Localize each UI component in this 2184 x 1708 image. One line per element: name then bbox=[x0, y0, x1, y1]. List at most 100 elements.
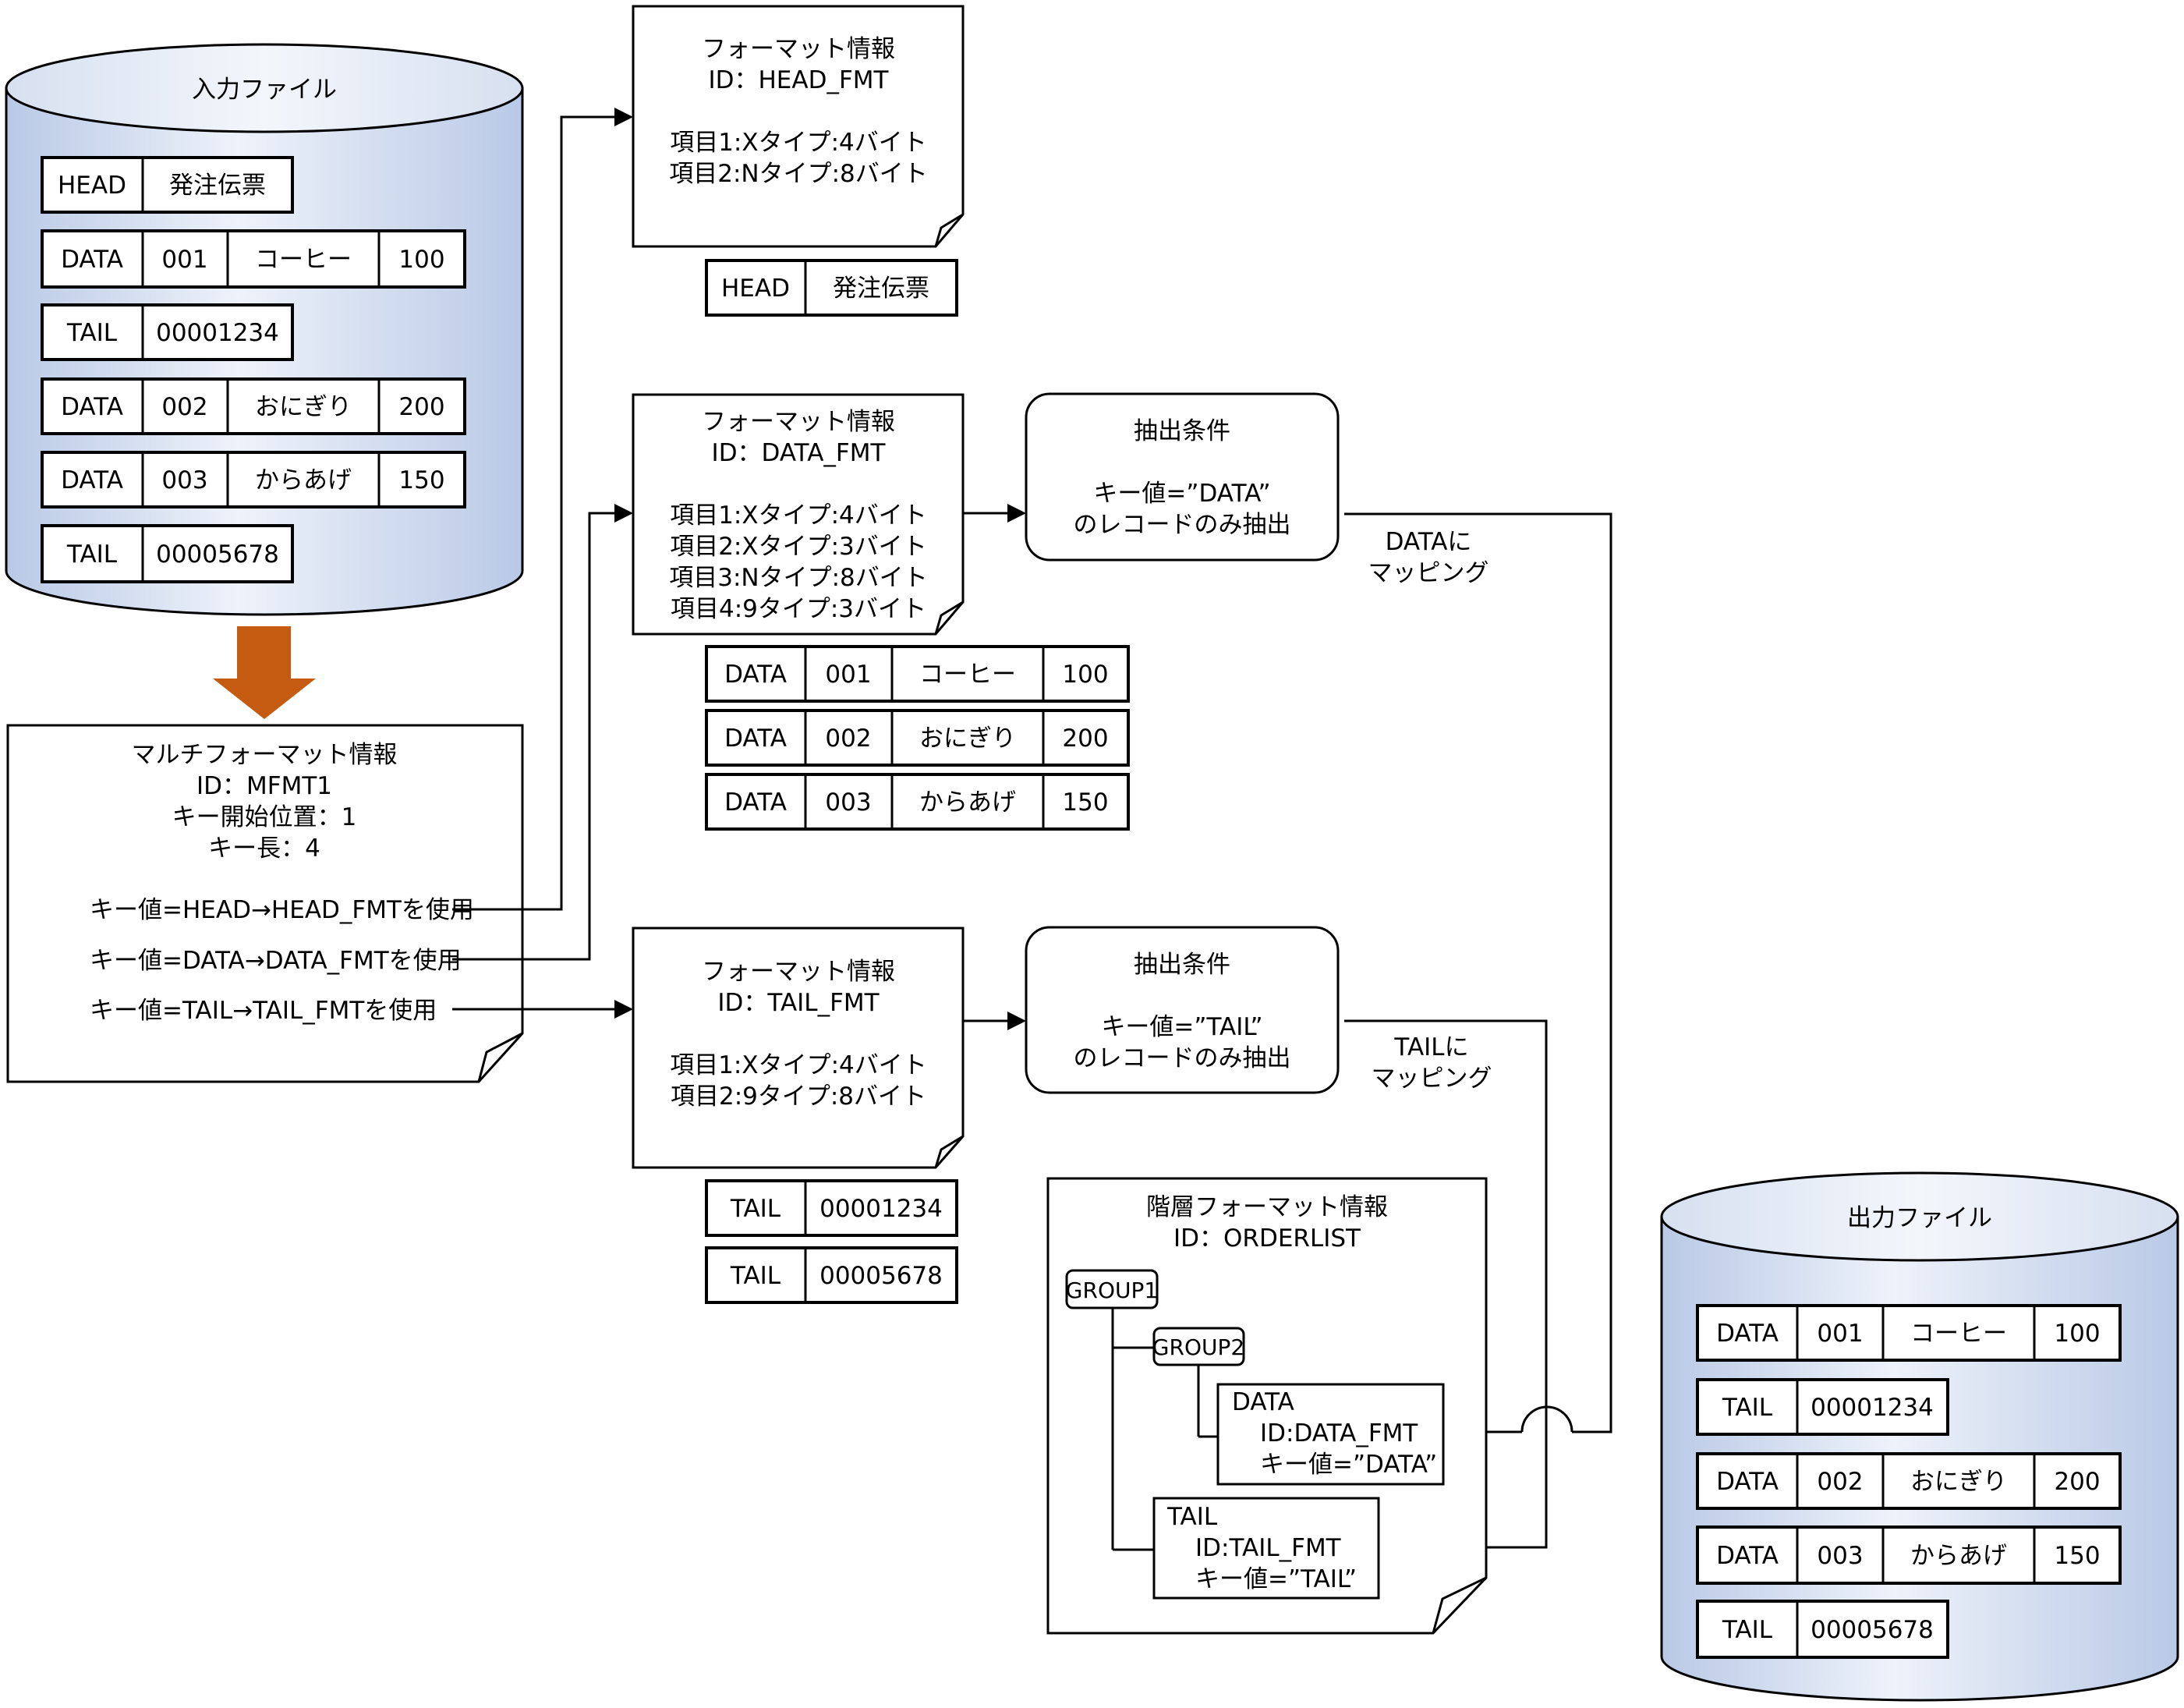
output-file-title: 出力ファイル bbox=[1847, 1204, 1992, 1232]
connector-data-extract bbox=[963, 504, 1026, 523]
record-field: 100 bbox=[398, 246, 444, 274]
record-field: TAIL bbox=[730, 1195, 781, 1223]
hierarchy-data-node: DATA ID:DATA_FMT キー値=”DATA” bbox=[1216, 1383, 1445, 1486]
input-record-6: TAIL 00005678 bbox=[41, 524, 294, 583]
mapping-data-label-1: DATAに bbox=[1386, 528, 1472, 556]
head-format-info: フォーマット情報 ID：HEAD_FMT 項目1:Xタイプ:4バイト 項目2:N… bbox=[632, 5, 965, 248]
tail-format-title: フォーマット情報 bbox=[702, 958, 895, 986]
group2-label: GROUP2 bbox=[1152, 1334, 1244, 1360]
record-field: 200 bbox=[398, 393, 444, 421]
hierarchy-tail-node: TAIL ID:TAIL_FMT キー値=”TAIL” bbox=[1152, 1497, 1380, 1600]
record-field: 002 bbox=[161, 393, 207, 421]
output-record-3: DATA 002 おにぎり 200 bbox=[1696, 1452, 2122, 1510]
record-field: コーヒー bbox=[255, 246, 352, 274]
output-record-4: DATA 003 からあげ 150 bbox=[1696, 1526, 2122, 1585]
record-field: 002 bbox=[825, 725, 871, 753]
record-field: 001 bbox=[825, 661, 871, 689]
input-file-title: 入力ファイル bbox=[192, 76, 337, 104]
record-field: 001 bbox=[161, 246, 207, 274]
record-field: からあげ bbox=[1910, 1542, 2007, 1570]
extract-condition-tail: 抽出条件 キー値=”TAIL” のレコードのみ抽出 bbox=[1025, 926, 1340, 1094]
extract-data-key: キー値=”DATA” bbox=[1093, 480, 1270, 508]
record-field: 00001234 bbox=[156, 319, 279, 347]
record-field: 200 bbox=[1062, 725, 1108, 753]
record-field: コーヒー bbox=[919, 661, 1016, 689]
record-field: 00005678 bbox=[1811, 1616, 1934, 1644]
record-field: 100 bbox=[2054, 1320, 2100, 1348]
tail-node-name: TAIL bbox=[1166, 1503, 1218, 1531]
record-field: 002 bbox=[1817, 1468, 1863, 1496]
tail-format-id: ID：TAIL_FMT bbox=[717, 989, 880, 1017]
tail-node-id: ID:TAIL_FMT bbox=[1195, 1534, 1342, 1562]
record-field: 200 bbox=[2054, 1468, 2100, 1496]
record-field: TAIL bbox=[1722, 1394, 1773, 1422]
record-field: DATA bbox=[1716, 1542, 1779, 1570]
tail-format-record-1: TAIL 00001234 bbox=[705, 1179, 958, 1237]
record-field: DATA bbox=[724, 661, 787, 689]
head-format-record: HEAD 発注伝票 bbox=[705, 259, 958, 317]
record-field: 150 bbox=[398, 466, 444, 494]
data-node-key: キー値=”DATA” bbox=[1260, 1451, 1437, 1479]
tail-format-item-2: 項目2:9タイプ:8バイト bbox=[671, 1083, 926, 1111]
record-field: DATA bbox=[61, 246, 123, 274]
record-field: からあげ bbox=[919, 788, 1016, 817]
record-field: 00001234 bbox=[819, 1195, 943, 1223]
multi-format-id: ID：MFMT1 bbox=[196, 772, 332, 800]
extract-condition-data: 抽出条件 キー値=”DATA” のレコードのみ抽出 bbox=[1025, 392, 1340, 562]
extract-data-title: 抽出条件 bbox=[1134, 417, 1230, 445]
record-field: 発注伝票 bbox=[169, 172, 266, 200]
input-record-4: DATA 002 おにぎり 200 bbox=[41, 377, 466, 435]
record-field: DATA bbox=[61, 466, 123, 494]
extract-tail-key: キー値=”TAIL” bbox=[1101, 1013, 1262, 1041]
record-field: 003 bbox=[1817, 1542, 1863, 1570]
record-field: 003 bbox=[161, 466, 207, 494]
group1-label: GROUP1 bbox=[1066, 1277, 1158, 1303]
data-format-id: ID：DATA_FMT bbox=[712, 439, 887, 467]
multi-format-key-start: キー開始位置：1 bbox=[172, 803, 357, 831]
record-field: HEAD bbox=[58, 172, 126, 200]
record-field: TAIL bbox=[730, 1262, 781, 1290]
record-field: DATA bbox=[724, 788, 787, 817]
record-field: 00005678 bbox=[819, 1262, 943, 1290]
record-field: 発注伝票 bbox=[833, 275, 929, 303]
tail-format-item-1: 項目1:Xタイプ:4バイト bbox=[670, 1051, 927, 1079]
data-format-item-1: 項目1:Xタイプ:4バイト bbox=[670, 501, 927, 530]
multi-format-info: マルチフォーマット情報 ID：MFMT1 キー開始位置：1 キー長：4 キー値=… bbox=[6, 724, 524, 1083]
down-arrow-icon bbox=[213, 626, 316, 719]
tail-format-info: フォーマット情報 ID：TAIL_FMT 項目1:Xタイプ:4バイト 項目2:9… bbox=[632, 927, 965, 1169]
head-format-item-1: 項目1:Xタイプ:4バイト bbox=[670, 129, 927, 157]
connector-head bbox=[452, 108, 633, 911]
hierarchy-group1-node: GROUP1 bbox=[1065, 1269, 1159, 1309]
record-field: おにぎり bbox=[255, 393, 352, 421]
mapping-data-label-2: マッピング bbox=[1368, 559, 1489, 587]
input-record-3: TAIL 00001234 bbox=[41, 303, 294, 361]
input-record-1: HEAD 発注伝票 bbox=[41, 156, 294, 214]
record-field: 00005678 bbox=[156, 540, 279, 569]
output-record-2: TAIL 00001234 bbox=[1696, 1378, 1949, 1436]
input-record-2: DATA 001 コーヒー 100 bbox=[41, 229, 466, 289]
data-format-item-2: 項目2:Xタイプ:3バイト bbox=[670, 533, 927, 561]
record-field: 00001234 bbox=[1811, 1394, 1934, 1422]
record-field: TAIL bbox=[1722, 1616, 1773, 1644]
data-format-record-2: DATA 002 おにぎり 200 bbox=[705, 709, 1130, 767]
hierarchy-tree-lines bbox=[1111, 1308, 1218, 1551]
mapping-tail-label-2: マッピング bbox=[1372, 1065, 1492, 1093]
data-format-item-3: 項目3:Nタイプ:8バイト bbox=[669, 564, 928, 592]
record-field: TAIL bbox=[66, 319, 118, 347]
data-node-name: DATA bbox=[1232, 1388, 1294, 1416]
record-field: コーヒー bbox=[1910, 1320, 2007, 1348]
multi-format-rule-tail: キー値=TAIL→TAIL_FMTを使用 bbox=[90, 997, 437, 1025]
multi-format-rule-head: キー値=HEAD→HEAD_FMTを使用 bbox=[90, 896, 474, 924]
connector-tail-extract bbox=[963, 1012, 1026, 1030]
extract-data-desc: のレコードのみ抽出 bbox=[1074, 511, 1291, 539]
record-field: TAIL bbox=[66, 540, 118, 569]
head-format-id: ID：HEAD_FMT bbox=[708, 66, 889, 94]
output-record-1: DATA 001 コーヒー 100 bbox=[1696, 1304, 2122, 1362]
mapping-tail-label-1: TAILに bbox=[1393, 1033, 1468, 1061]
hierarchy-title: 階層フォーマット情報 bbox=[1146, 1193, 1388, 1221]
connector-data bbox=[452, 504, 633, 961]
multi-format-title: マルチフォーマット情報 bbox=[132, 741, 398, 769]
data-format-info: フォーマット情報 ID：DATA_FMT 項目1:Xタイプ:4バイト 項目2:X… bbox=[632, 393, 965, 636]
record-field: DATA bbox=[1716, 1320, 1779, 1348]
